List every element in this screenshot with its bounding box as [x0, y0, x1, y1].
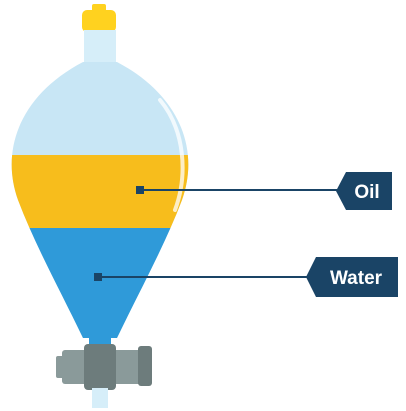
funnel-outlet	[92, 388, 108, 408]
oil-leader	[136, 186, 340, 194]
stopcock-tap-icon[interactable]	[56, 344, 152, 390]
water-label: Water	[330, 268, 383, 289]
funnel-bulb	[11, 62, 189, 338]
water-leader	[94, 273, 308, 281]
stopper-icon	[82, 10, 116, 32]
oil-label: Oil	[354, 182, 379, 203]
stopper-stem	[92, 4, 106, 12]
water-layer	[11, 228, 189, 338]
glass-highlight	[158, 98, 185, 212]
water-callout: Water	[306, 257, 398, 297]
oil-callout: Oil	[336, 172, 392, 210]
oil-layer	[11, 155, 189, 228]
